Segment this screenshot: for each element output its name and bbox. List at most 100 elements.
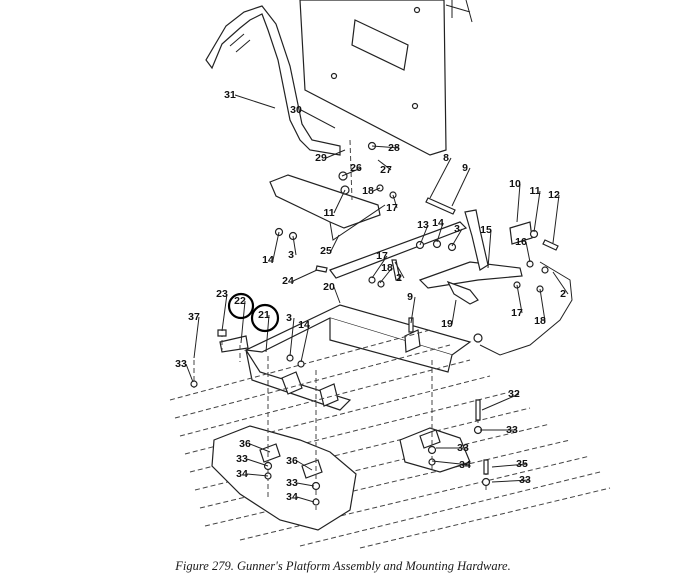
callout-c2a: 2 bbox=[560, 288, 566, 300]
callout-c14b: 14 bbox=[432, 217, 444, 229]
callout-c24: 24 bbox=[282, 275, 294, 287]
leader-line-c28 bbox=[371, 145, 400, 149]
callout-c35: 35 bbox=[516, 458, 528, 470]
leader-line-c26 bbox=[341, 167, 362, 177]
leader-line-c11a bbox=[333, 189, 346, 214]
leader-line-c23 bbox=[221, 293, 228, 332]
callout-c31: 31 bbox=[224, 89, 236, 101]
callout-c10: 10 bbox=[509, 178, 521, 190]
leader-line-c25 bbox=[330, 234, 340, 252]
callout-c33f: 33 bbox=[286, 477, 298, 489]
pivot-rod-assembly bbox=[329, 209, 573, 356]
leader-line-c9b bbox=[410, 296, 416, 324]
callout-c28: 28 bbox=[388, 142, 400, 154]
hardware bbox=[190, 141, 559, 506]
callout-leader-lines bbox=[185, 94, 569, 503]
leader-line-c14c bbox=[300, 324, 310, 363]
callout-c8: 8 bbox=[443, 152, 449, 164]
highlight-circle-21 bbox=[250, 303, 280, 333]
callout-c9: 9 bbox=[462, 162, 468, 174]
seat-back bbox=[299, 0, 473, 156]
leader-line-c35 bbox=[491, 463, 528, 468]
callout-c21: 21 bbox=[258, 309, 270, 321]
seat-bracket bbox=[269, 174, 386, 241]
callout-c3a: 3 bbox=[288, 249, 294, 261]
leader-line-c2b bbox=[394, 261, 405, 279]
leader-line-c32 bbox=[481, 393, 520, 411]
leader-line-c33f bbox=[296, 482, 315, 487]
leader-line-c22 bbox=[240, 300, 246, 344]
callout-c17b: 17 bbox=[376, 250, 388, 262]
callout-c18a: 18 bbox=[362, 185, 374, 197]
leader-line-c10 bbox=[516, 183, 521, 223]
leader-line-c24 bbox=[292, 269, 318, 282]
leader-line-c33e bbox=[246, 458, 269, 467]
callout-c29: 29 bbox=[315, 152, 327, 164]
callout-c34c: 34 bbox=[286, 491, 298, 503]
callout-c16: 16 bbox=[515, 236, 527, 248]
leader-line-c34c bbox=[296, 496, 315, 503]
callout-c9b: 9 bbox=[407, 291, 413, 303]
callout-c30: 30 bbox=[290, 104, 302, 116]
callout-c22: 22 bbox=[234, 295, 246, 307]
callout-c15: 15 bbox=[480, 224, 492, 236]
leader-line-c29 bbox=[325, 149, 346, 159]
callout-c33d: 33 bbox=[519, 474, 531, 486]
leader-line-c27 bbox=[377, 159, 392, 171]
callout-c33a: 33 bbox=[175, 358, 187, 370]
leader-line-c37 bbox=[193, 316, 200, 359]
leader-line-c31 bbox=[234, 94, 276, 109]
leader-line-c36a bbox=[249, 443, 271, 453]
leader-line-c12 bbox=[552, 194, 560, 244]
leader-line-c30 bbox=[300, 109, 336, 129]
callout-c18c: 18 bbox=[534, 315, 546, 327]
leader-line-c18c bbox=[539, 288, 546, 322]
leader-line-c17c bbox=[516, 284, 523, 314]
callout-c14a: 14 bbox=[262, 254, 274, 266]
leader-line-c11b bbox=[533, 190, 541, 233]
leader-line-c34a bbox=[431, 460, 471, 466]
callout-c37: 37 bbox=[188, 311, 200, 323]
callout-c33c: 33 bbox=[457, 442, 469, 454]
leader-line-c18a bbox=[372, 187, 381, 192]
callout-c20: 20 bbox=[323, 281, 335, 293]
leader-line-c13 bbox=[419, 224, 429, 246]
callout-c18b: 18 bbox=[381, 262, 393, 274]
leader-line-c3a bbox=[292, 235, 297, 256]
leader-line-c33a bbox=[185, 363, 194, 383]
leader-line-c14b bbox=[436, 222, 444, 243]
callout-c25: 25 bbox=[320, 245, 332, 257]
callout-c19: 19 bbox=[441, 318, 453, 330]
leader-line-c17a bbox=[392, 194, 398, 209]
leader-line-c18b bbox=[379, 267, 393, 284]
leader-line-c19 bbox=[451, 299, 457, 325]
leader-line-c14a bbox=[272, 231, 280, 261]
leader-line-c20 bbox=[333, 286, 341, 304]
callout-c33e: 33 bbox=[236, 453, 248, 465]
callout-c36a: 36 bbox=[239, 438, 251, 450]
highlight-circle-22 bbox=[227, 292, 255, 320]
callout-c3c: 3 bbox=[286, 312, 292, 324]
callout-c34b: 34 bbox=[236, 468, 248, 480]
leader-line-c16 bbox=[525, 241, 531, 263]
callout-c17a: 17 bbox=[386, 202, 398, 214]
leader-line-c3c bbox=[289, 317, 295, 357]
leader-line-c15 bbox=[487, 229, 492, 269]
callout-c23: 23 bbox=[216, 288, 228, 300]
callout-c2b: 2 bbox=[396, 272, 402, 284]
leader-line-c8 bbox=[429, 157, 452, 199]
highlight-circles bbox=[227, 292, 280, 333]
callout-c17c: 17 bbox=[511, 307, 523, 319]
callout-c13: 13 bbox=[417, 219, 429, 231]
callout-c27: 27 bbox=[380, 164, 392, 176]
leader-line-c3b bbox=[451, 228, 463, 247]
callout-c34a: 34 bbox=[459, 459, 471, 471]
callout-c11a: 11 bbox=[323, 207, 334, 219]
callout-c26: 26 bbox=[350, 162, 362, 174]
leader-line-c34b bbox=[246, 473, 269, 477]
callout-c11b: 11 bbox=[529, 185, 540, 197]
safety-strap bbox=[205, 5, 341, 156]
leader-line-c9 bbox=[451, 167, 471, 207]
